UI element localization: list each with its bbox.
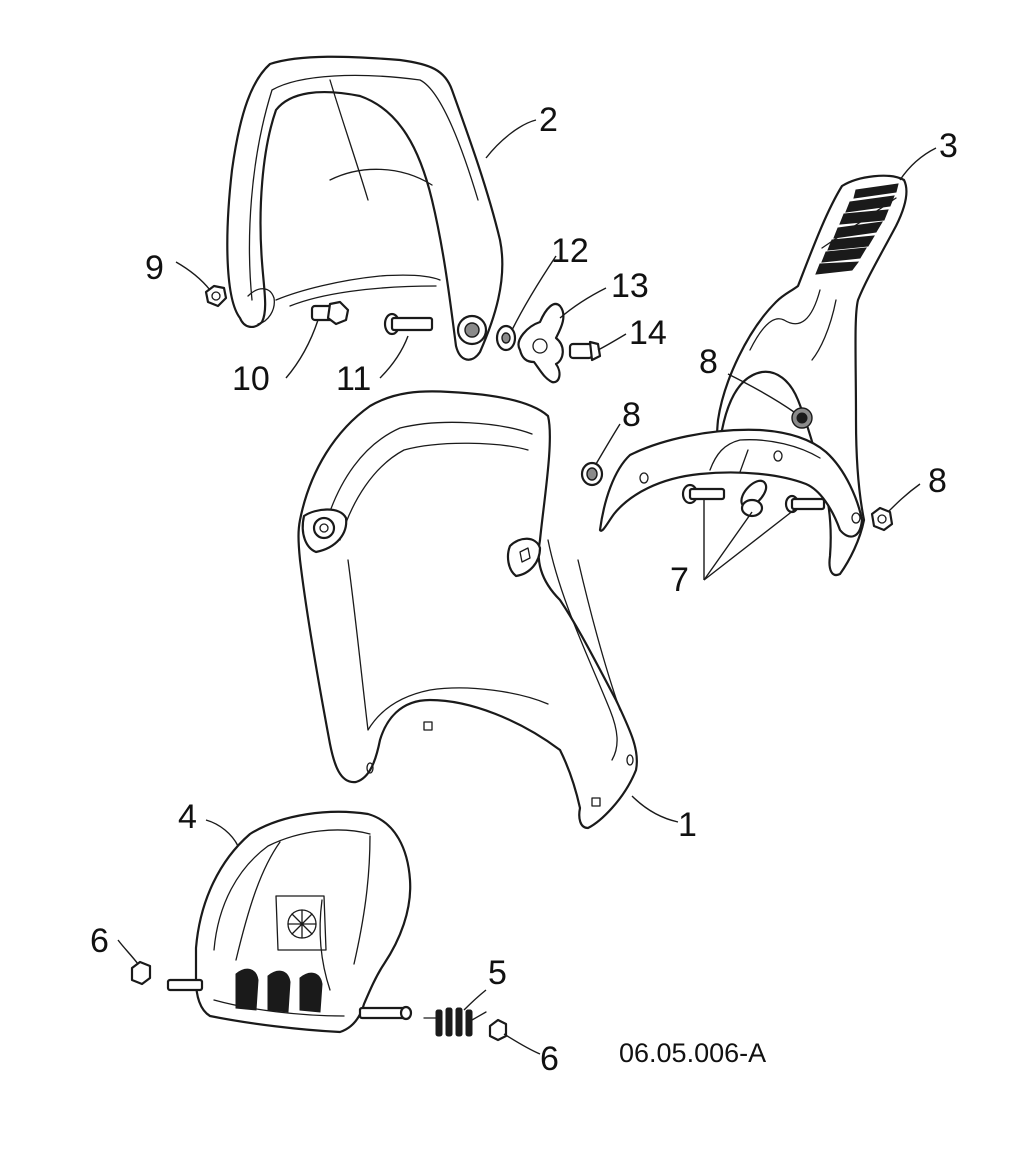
part-8-nut-right [870, 506, 894, 532]
callout-9: 9 [145, 249, 164, 287]
callout-6-left: 6 [90, 922, 109, 960]
part-5-spring [423, 1007, 487, 1037]
callout-4: 4 [178, 798, 197, 836]
callout-8-right: 8 [928, 462, 947, 500]
drawing-number: 06.05.006-A [619, 1038, 766, 1068]
callout-5: 5 [488, 954, 507, 992]
callout-8-top: 8 [699, 343, 718, 381]
part-10-bolt [310, 300, 350, 326]
part-7-pins [681, 479, 826, 518]
callout-14: 14 [629, 314, 667, 352]
callout-7: 7 [670, 561, 689, 599]
part-1-main-frame [297, 390, 638, 830]
part-4-deflector [166, 810, 413, 1034]
part-6-nut-right [488, 1018, 508, 1042]
part-2-upper-handle [226, 55, 504, 361]
callout-3: 3 [939, 127, 958, 165]
part-8-nut-left [580, 461, 604, 487]
callout-10: 10 [232, 360, 270, 398]
part-13-knob [517, 302, 565, 384]
leader-lines [117, 119, 937, 1055]
callout-2: 2 [539, 101, 558, 139]
part-12-washer [495, 324, 517, 352]
callout-8-left: 8 [622, 396, 641, 434]
part-14-bolt [568, 340, 602, 362]
callout-6-right: 6 [540, 1040, 559, 1078]
part-6-nut-left [130, 960, 152, 986]
part-9-bolt [204, 284, 228, 308]
callout-labels: 2 3 9 12 13 14 10 11 8 8 8 7 1 4 6 5 6 [90, 101, 958, 1078]
callout-11: 11 [336, 360, 371, 398]
part-3-control-lever [598, 174, 908, 577]
callout-12: 12 [551, 232, 589, 270]
callout-1: 1 [678, 806, 697, 844]
callout-13: 13 [611, 267, 649, 305]
part-11-pin [383, 312, 434, 336]
